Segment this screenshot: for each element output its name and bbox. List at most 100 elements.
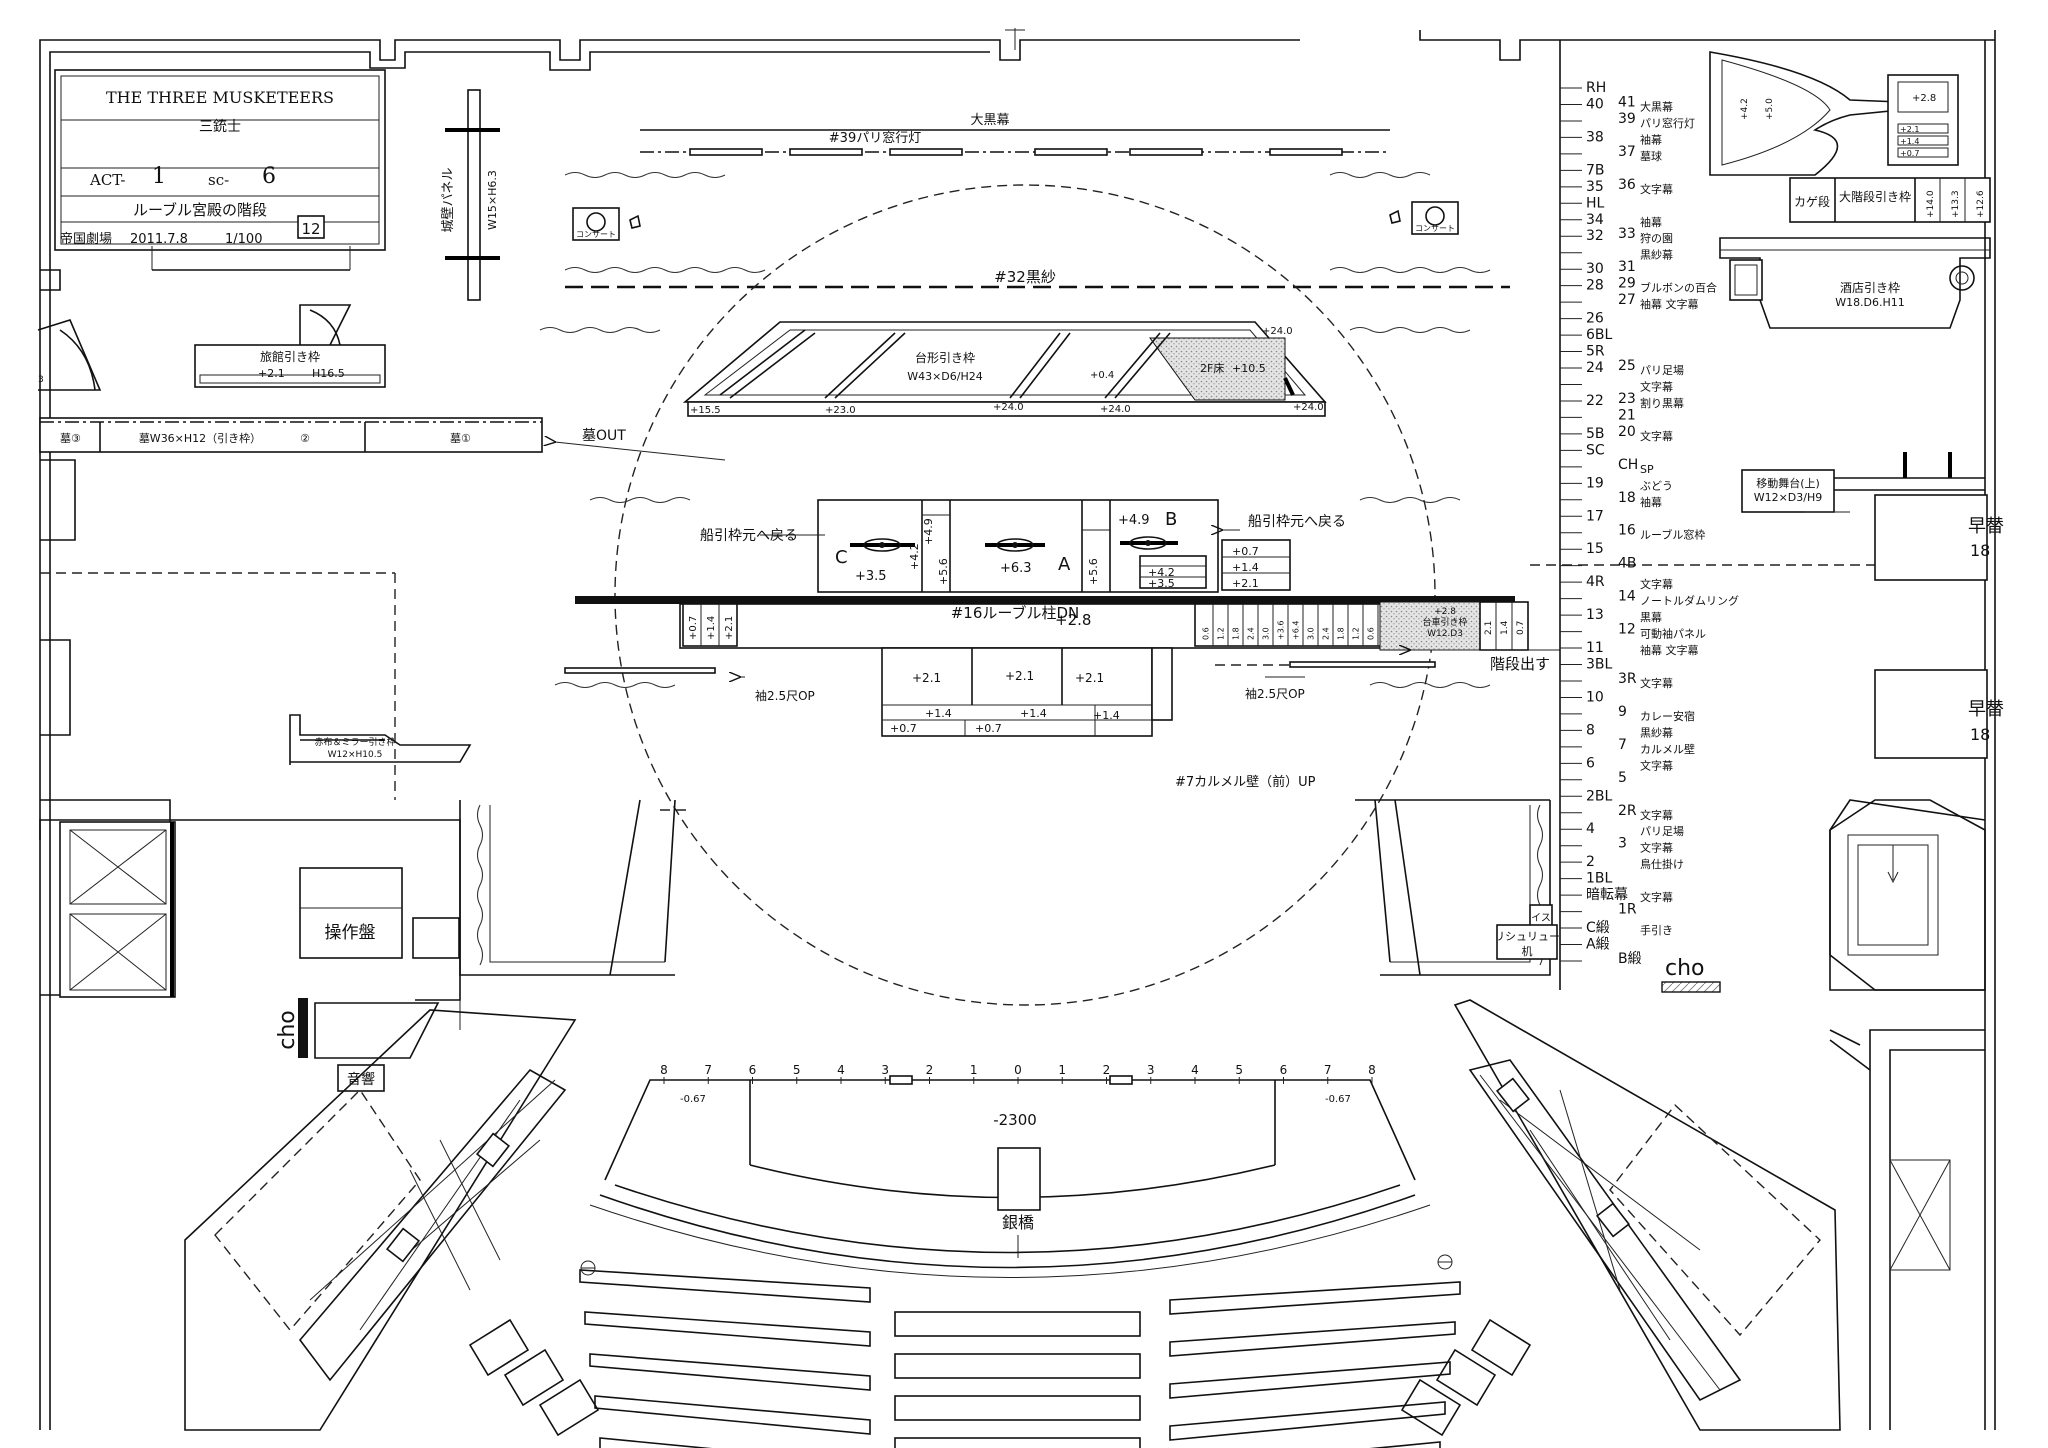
- line-num: 4R: [1586, 574, 1605, 590]
- line-num-alt: 41: [1618, 94, 1636, 110]
- line-num-alt: 31: [1618, 259, 1636, 275]
- vert-height-1: +13.3: [1951, 190, 1961, 218]
- front-07-1: +0.7: [975, 722, 1002, 735]
- height-240-d: +24.0: [1293, 402, 1324, 413]
- platform-dims: W43×D6/H24: [907, 370, 983, 383]
- apron-number: 7: [704, 1063, 712, 1077]
- title-ja: 三銃士: [199, 119, 241, 135]
- stairs-height-0: +2.8: [1912, 93, 1936, 104]
- height-r07: +0.7: [1232, 545, 1259, 558]
- cart-step-2: 0.7: [1516, 621, 1526, 635]
- line-label: 袖幕: [1640, 132, 1662, 146]
- line-num: 6BL: [1586, 327, 1613, 343]
- isu-label: イス: [1531, 913, 1551, 924]
- front-steps: +2.1 +2.1 +2.1 +1.4 +1.4 +1.4 +0.7 +0.7: [881, 647, 1173, 737]
- line-num: RH: [1586, 80, 1606, 96]
- cho-left: cho: [275, 1010, 300, 1050]
- line-label: 文字幕: [1640, 379, 1673, 393]
- grand-stairs-label: 大階段引き枠: [1839, 189, 1911, 204]
- height-240-a: +24.0: [1262, 326, 1293, 337]
- desk-label: 机: [1522, 944, 1533, 958]
- line-num: 10: [1586, 689, 1604, 705]
- line-label: 割り黒幕: [1640, 396, 1684, 410]
- line-num-alt: 37: [1618, 144, 1636, 160]
- line-label: 文字幕: [1640, 676, 1673, 690]
- tomb-1-label: 墓①: [450, 432, 471, 445]
- line-label: 文字幕: [1640, 758, 1673, 772]
- side-depth-right: -0.67: [1325, 1094, 1351, 1105]
- line-num: 40: [1586, 96, 1604, 112]
- sleeves: 袖2.5尺OP 袖2.5尺OP 階段出す #7カルメル壁（前）UP: [564, 650, 1560, 790]
- sheet-number: 12: [301, 220, 320, 238]
- seat-row-right: [1169, 1401, 1446, 1441]
- line-label: 文字幕: [1640, 577, 1673, 591]
- line-num-alt: 7: [1618, 737, 1627, 753]
- quick-change-2-num: 18: [1970, 725, 1990, 744]
- apron-number: 7: [1324, 1063, 1332, 1077]
- upstage-lines: 大黒幕 #39パリ窓行灯 #32黒紗: [539, 113, 1510, 689]
- left-step-0: +0.7: [688, 616, 699, 640]
- revolve-circle: [614, 184, 1436, 1006]
- right-step: 3.0: [1262, 627, 1271, 640]
- front-07-0: +0.7: [890, 722, 917, 735]
- seat-row-right: [1169, 1281, 1461, 1315]
- quick-change-2-label: 早替: [1968, 699, 2004, 720]
- left-step-1: +1.4: [706, 616, 717, 640]
- line-num: 4: [1586, 821, 1595, 837]
- moving-stage-dims: W12×D3/H9: [1754, 491, 1823, 504]
- line-num-alt: 9: [1618, 704, 1627, 720]
- line-label: 文字幕: [1640, 841, 1673, 855]
- line-label: 文字幕: [1640, 890, 1673, 904]
- boat-height-0: +4.2: [1740, 98, 1750, 120]
- line-num: 5R: [1586, 344, 1605, 360]
- line-label: SP: [1640, 463, 1654, 476]
- concert-speaker-left: コンサート: [572, 207, 641, 241]
- line-num: 13: [1586, 607, 1604, 623]
- line-num: 6: [1586, 755, 1595, 771]
- act-value: 1: [152, 164, 166, 189]
- apron-number: 5: [793, 1063, 801, 1077]
- height-240-c: +24.0: [1100, 404, 1131, 415]
- tomb-out-label: 墓OUT: [582, 428, 626, 444]
- castle-panel-dims: W15×H6.3: [486, 170, 499, 230]
- line-num: 26: [1586, 311, 1604, 327]
- boat-icon-c: [850, 538, 915, 552]
- line-num: 2BL: [1586, 788, 1613, 804]
- right-step: 1.2: [1352, 627, 1361, 640]
- seat-markers: [580, 1254, 1453, 1276]
- unit-b-label: B: [1165, 509, 1177, 530]
- floor-2f-label: 2F床: [1200, 361, 1224, 375]
- right-step: +6.4: [1292, 621, 1301, 640]
- quick-change-1-label: 早替: [1968, 516, 2004, 537]
- vert-height-2: +12.6: [1976, 190, 1986, 218]
- boat-height-1: +5.0: [1765, 98, 1775, 120]
- act-label: ACT-: [89, 171, 125, 189]
- line-label: 手引き: [1640, 923, 1673, 937]
- height-r21: +2.1: [1232, 577, 1259, 590]
- right-step: 3.0: [1307, 627, 1316, 640]
- apron-number: 1: [1058, 1063, 1066, 1077]
- line-num: 7B: [1586, 162, 1605, 178]
- apron-number: 3: [1147, 1063, 1155, 1077]
- line-num-alt: 3: [1618, 836, 1627, 852]
- title-block: THE THREE MUSKETEERS 三銃士 ACT- 1 sc- 6 ルー…: [54, 69, 386, 271]
- title-en: THE THREE MUSKETEERS: [106, 88, 334, 107]
- kage-label: カゲ段: [1794, 194, 1830, 209]
- line-label: 袖幕 文字幕: [1640, 297, 1699, 311]
- louvre-pillar-label: #16ルーブル柱DN: [951, 604, 1080, 622]
- apron-number: 0: [1014, 1063, 1022, 1077]
- carmel-wall-label: #7カルメル壁（前）UP: [1175, 774, 1316, 790]
- seat-box-right: [1400, 1378, 1462, 1437]
- height-49: +4.9: [922, 518, 935, 545]
- line-num: 1BL: [1586, 871, 1613, 887]
- center-stairs: A B C +6.3 +4.9 +3.5 +4.2 +4.9 +5.6 +5.6…: [700, 499, 1346, 593]
- seat-row-right: [1169, 1321, 1456, 1357]
- height-r35: +3.5: [1148, 577, 1175, 590]
- cart-step-1: 1.4: [1500, 620, 1510, 635]
- seat-row-left: [594, 1395, 871, 1435]
- line-label: 黒幕: [1640, 610, 1662, 624]
- line-label: 文字幕: [1640, 808, 1673, 822]
- apron-number: 2: [1103, 1063, 1111, 1077]
